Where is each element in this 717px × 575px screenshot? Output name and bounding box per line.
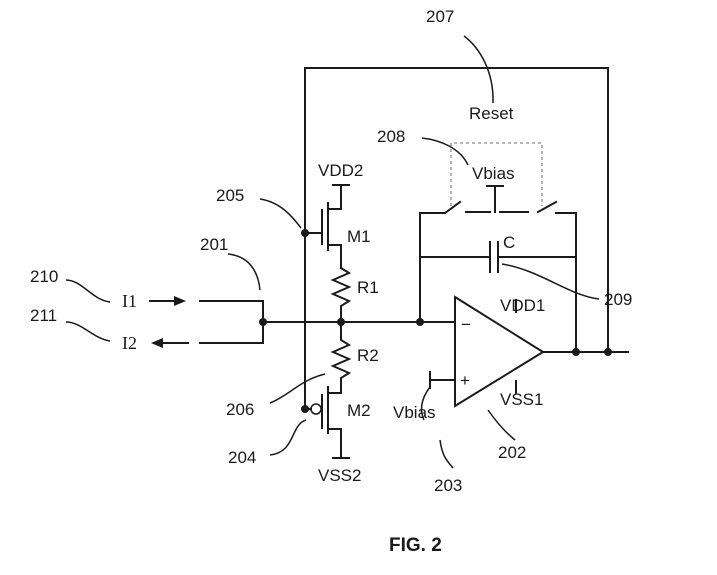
opamp-plus: +: [460, 371, 470, 390]
op-amp: [429, 295, 545, 408]
feedback-cap-loop: [419, 212, 577, 353]
opamp-minus: −: [461, 315, 471, 334]
transistor-m2: [304, 386, 342, 459]
junctions: [259, 229, 612, 413]
ref-204: 204: [228, 448, 256, 467]
ref-208: 208: [377, 127, 405, 146]
figure-caption: FIG. 2: [389, 535, 442, 556]
label-r1: R1: [357, 278, 379, 297]
label-i1: I1: [122, 291, 137, 311]
reset-control-dashed: [450, 142, 543, 206]
arrow-i1: [149, 296, 186, 306]
label-m2: M2: [347, 401, 371, 420]
reset-switch-right: [499, 200, 558, 214]
label-reset: Reset: [469, 104, 514, 123]
label-vss2: VSS2: [318, 466, 361, 485]
ref-203: 203: [434, 476, 462, 495]
label-r2: R2: [357, 346, 379, 365]
resistor-r2: [330, 321, 352, 394]
ref-209: 209: [604, 290, 632, 309]
transistor-m1: [304, 202, 342, 269]
label-vdd1: VDD1: [500, 296, 545, 315]
ref-205: 205: [216, 186, 244, 205]
label-vbias-bottom: Vbias: [393, 403, 436, 422]
ref-202: 202: [498, 443, 526, 462]
ref-210: 210: [30, 267, 58, 286]
reset-switch-left: [443, 200, 491, 215]
ref-207: 207: [426, 7, 454, 26]
capacitor-c: [489, 241, 499, 273]
label-vbias-top: Vbias: [472, 164, 515, 183]
label-vss1: VSS1: [500, 390, 543, 409]
label-m1: M1: [347, 227, 371, 246]
arrow-i2: [151, 338, 189, 348]
vbias-top-terminal: [486, 185, 504, 213]
vdd2-rail: [332, 184, 350, 210]
label-c: C: [503, 233, 515, 252]
ref-206: 206: [226, 400, 254, 419]
resistor-r1: [330, 266, 352, 323]
label-i2: I2: [122, 333, 137, 353]
ref-201: 201: [200, 235, 228, 254]
feedback-wire-outer: [304, 67, 609, 353]
leader-lines: [65, 35, 600, 469]
label-vdd2: VDD2: [318, 161, 363, 180]
ref-211: 211: [30, 306, 57, 325]
